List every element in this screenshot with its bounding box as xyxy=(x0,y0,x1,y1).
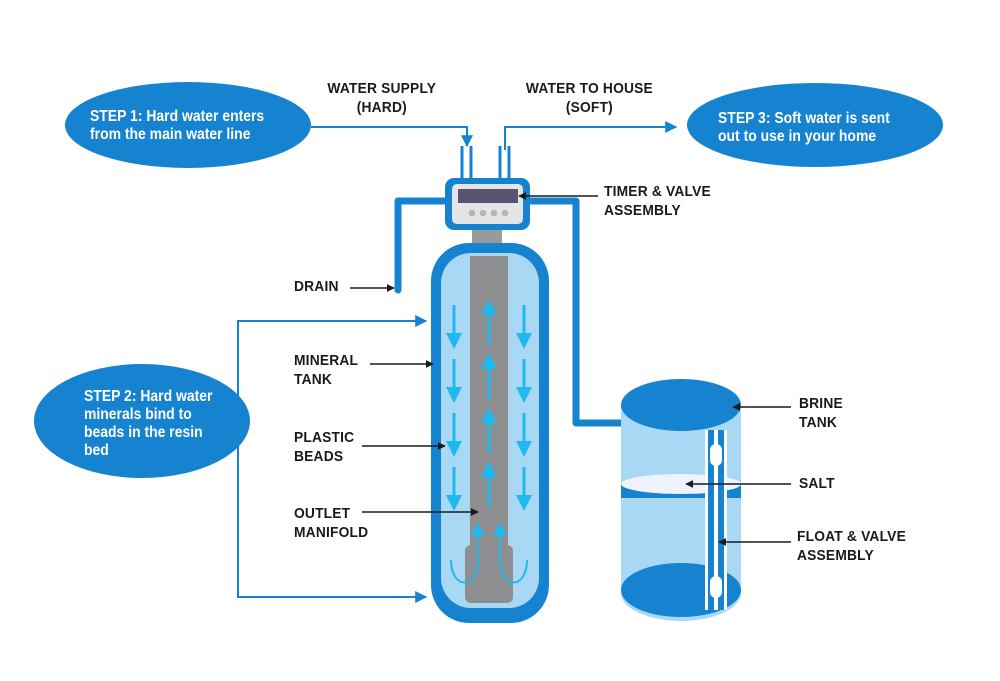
flow-arrow-down-icon xyxy=(446,413,462,457)
float-bottom xyxy=(710,576,722,598)
brine-line-pipe xyxy=(530,197,625,427)
label-brine-tank: BRINE TANK xyxy=(799,395,843,431)
flow-arrow-up-icon xyxy=(481,461,497,507)
label-salt: SALT xyxy=(799,475,835,492)
swirl-arrowhead-right xyxy=(493,522,507,536)
label-float-valve: FLOAT & VALVE ASSEMBLY xyxy=(797,528,906,564)
label-plastic-beads: PLASTIC BEADS xyxy=(294,429,355,465)
label-timer-valve: TIMER & VALVE ASSEMBLY xyxy=(604,183,711,219)
step3-bubble xyxy=(687,83,943,167)
step1-line: STEP 1: Hard water enters xyxy=(90,108,265,125)
manifold-base xyxy=(465,545,513,603)
supply-flow-line xyxy=(311,126,473,148)
timer-button xyxy=(479,209,487,217)
step1-bubble xyxy=(65,82,311,168)
label-outlet-manifold: OUTLET MANIFOLD xyxy=(294,505,369,541)
label-drain: DRAIN xyxy=(294,278,339,295)
flow-arrow-up-icon xyxy=(481,299,497,345)
step3-line: STEP 3: Soft water is sent xyxy=(718,110,890,127)
flow-arrow-down-icon xyxy=(516,413,532,457)
flow-arrow-down-icon xyxy=(446,467,462,511)
flow-arrow-down-icon xyxy=(446,359,462,403)
label-water-supply: WATER SUPPLY (HARD) xyxy=(327,80,437,116)
step2-line: STEP 2: Hard water xyxy=(84,388,213,405)
flow-arrow-up-icon xyxy=(481,353,497,399)
flow-arrows xyxy=(446,299,532,511)
brine-tank-lid xyxy=(621,379,741,431)
step3-text: STEP 3: Soft water is sent out to use in… xyxy=(718,110,890,146)
timer-valve-assembly xyxy=(445,178,530,230)
label-water-to-house: WATER TO HOUSE (SOFT) xyxy=(525,80,653,116)
house-flow-line xyxy=(504,121,678,150)
step2-line: beads in the resin xyxy=(84,424,203,441)
flow-arrow-down-icon xyxy=(516,467,532,511)
swirl-arrowhead-left xyxy=(471,522,485,536)
bottom-swirl-arrows xyxy=(450,532,528,584)
step2-text: STEP 2: Hard water minerals bind to bead… xyxy=(84,388,212,460)
float-top xyxy=(710,444,722,466)
timer-display xyxy=(458,189,518,203)
flow-arrow-down-icon xyxy=(516,305,532,349)
pointer-lines xyxy=(350,192,791,546)
step2-bubble xyxy=(34,364,250,478)
step3-line: out to use in your home xyxy=(718,128,877,145)
flow-arrow-down-icon xyxy=(516,359,532,403)
brine-tank xyxy=(621,379,741,621)
step2-line: minerals bind to xyxy=(84,406,192,423)
drain-pipe xyxy=(394,197,448,294)
flow-arrow-down-icon xyxy=(446,305,462,349)
timer-button xyxy=(501,209,509,217)
label-mineral-tank: MINERAL TANK xyxy=(294,352,359,388)
step2-bracket-line xyxy=(237,315,428,603)
step1-line: from the main water line xyxy=(90,126,251,143)
step2-line: bed xyxy=(84,442,109,459)
timer-button xyxy=(468,209,476,217)
flow-arrow-up-icon xyxy=(481,407,497,453)
inlet-pipes xyxy=(460,146,511,180)
timer-button xyxy=(490,209,498,217)
step1-text: STEP 1: Hard water enters from the main … xyxy=(90,108,264,144)
